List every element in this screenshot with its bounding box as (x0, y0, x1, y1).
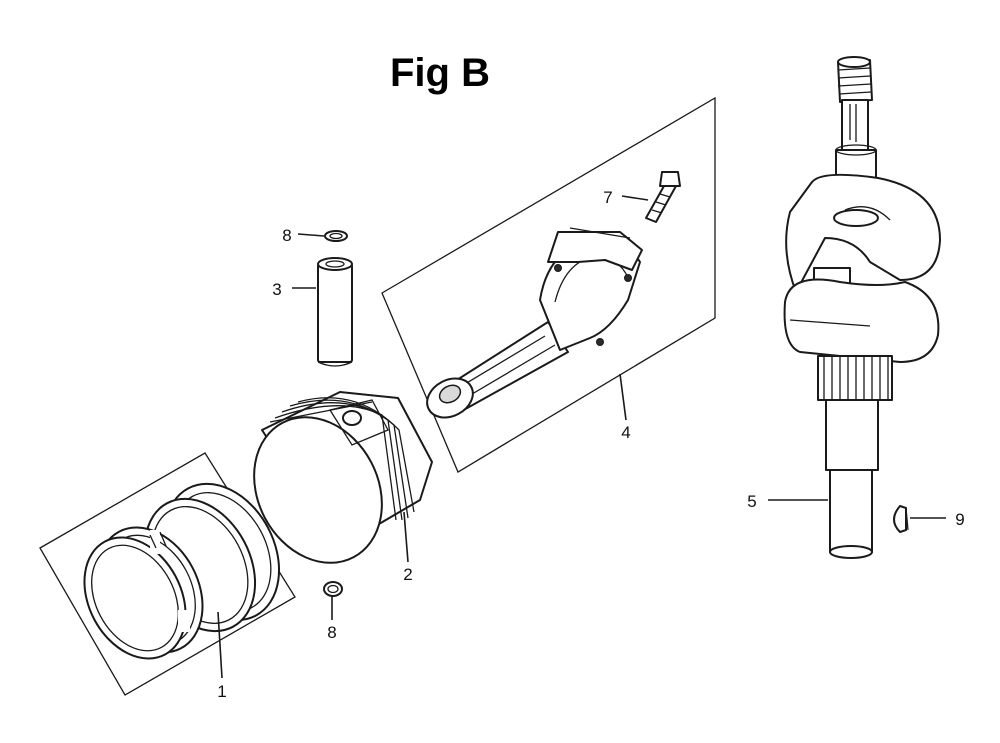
leader-4 (619, 373, 627, 421)
leader-7 (621, 195, 649, 201)
pin-clip-upper (324, 230, 348, 242)
woodruff-key (893, 505, 909, 533)
leader-8-upper (297, 233, 325, 237)
piston-ring-set (39, 452, 296, 696)
callout-9: 9 (955, 510, 964, 529)
piston (253, 391, 433, 564)
rod-bolt (645, 171, 681, 223)
callout-7: 7 (603, 188, 612, 207)
callout-8-lower: 8 (327, 623, 336, 642)
callout-5: 5 (747, 492, 756, 511)
callout-8-upper: 8 (282, 226, 291, 245)
connecting-rod-assembly (381, 96, 716, 473)
figure-title: Fig B (390, 51, 490, 95)
leader-1 (217, 611, 223, 679)
callout-2: 2 (403, 565, 412, 584)
leader-2 (403, 511, 409, 563)
crankshaft (783, 56, 941, 559)
pin-clip-lower (323, 581, 343, 597)
callout-4: 4 (621, 423, 630, 442)
callout-1: 1 (217, 682, 226, 701)
piston-pin (317, 257, 353, 367)
callout-3: 3 (272, 280, 281, 299)
